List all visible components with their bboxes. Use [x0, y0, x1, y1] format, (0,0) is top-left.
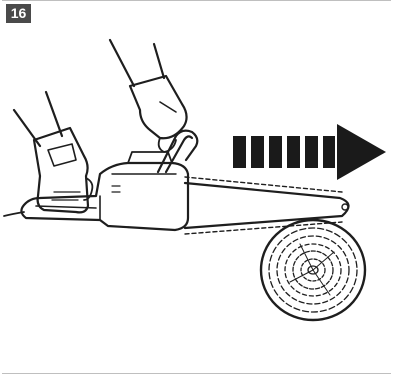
gloved-hand-icon	[110, 40, 187, 152]
chainsaw-bar-icon	[185, 177, 349, 234]
log-icon	[261, 220, 365, 320]
gloved-hand-icon	[14, 92, 92, 212]
chainsaw-icon	[4, 131, 197, 230]
direction-arrow-icon	[233, 124, 386, 180]
